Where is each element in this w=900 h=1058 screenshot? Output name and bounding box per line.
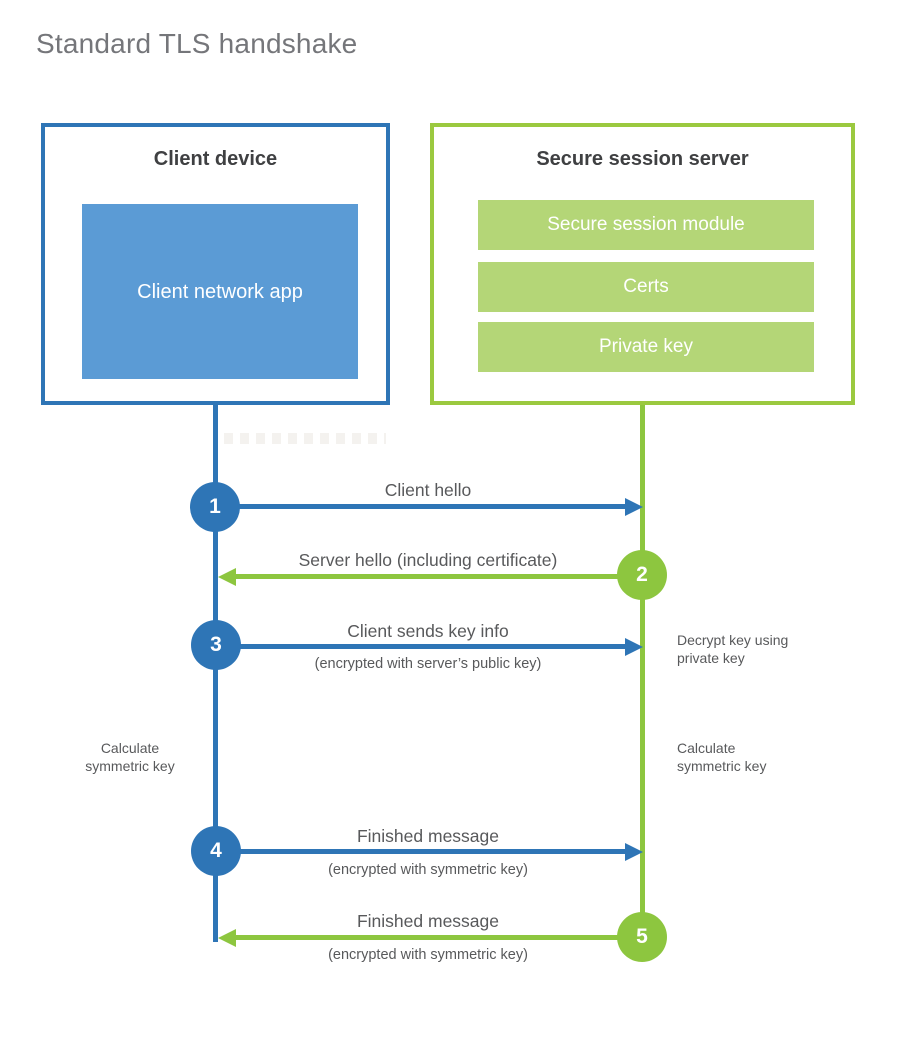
arrow-finished-server <box>236 935 643 940</box>
sublabel-encrypted-symmetric-key: (encrypted with symmetric key) <box>328 862 528 878</box>
arrowhead-left-icon <box>218 929 236 947</box>
client-device-title: Client device <box>153 148 278 170</box>
sublabel-encrypted-public-key: (encrypted with server’s public key) <box>314 656 542 672</box>
label-server-hello: Server hello (including certificate) <box>298 550 558 570</box>
step-circle-5: 5 <box>617 912 667 962</box>
arrowhead-left-icon <box>218 568 236 586</box>
arrowhead-right-icon <box>625 498 643 516</box>
step-circle-2: 2 <box>617 550 667 600</box>
client-network-app-label: Client network app <box>137 280 303 303</box>
note-calculate-symmetric-key-client: Calculate symmetric key <box>85 740 175 774</box>
step-circle-1: 1 <box>190 482 240 532</box>
arrowhead-right-icon <box>625 638 643 656</box>
server-module-secure-session: Secure session module <box>478 200 814 250</box>
arrow-server-hello <box>236 574 643 579</box>
secure-session-server-box: Secure session server Secure session mod… <box>430 123 855 405</box>
note-calculate-symmetric-key-server: Calculate symmetric key <box>677 740 767 774</box>
server-module-private-key: Private key <box>478 322 814 372</box>
step-circle-4: 4 <box>191 826 241 876</box>
server-module-certs: Certs <box>478 262 814 312</box>
arrow-client-key-info <box>216 644 626 649</box>
label-client-hello: Client hello <box>384 480 472 500</box>
client-lifeline <box>213 405 218 942</box>
arrow-client-hello <box>216 504 626 509</box>
secure-session-server-title: Secure session server <box>536 148 749 170</box>
label-finished-client: Finished message <box>356 826 500 846</box>
client-device-box: Client device Client network app <box>41 123 390 405</box>
label-client-key-info: Client sends key info <box>347 621 509 641</box>
arrowhead-right-icon <box>625 843 643 861</box>
arrow-finished-client <box>216 849 626 854</box>
server-lifeline <box>640 405 645 937</box>
step-circle-3: 3 <box>191 620 241 670</box>
client-network-app-box: Client network app <box>82 204 358 379</box>
note-decrypt-key: Decrypt key using private key <box>677 632 789 666</box>
label-finished-server: Finished message <box>356 911 500 931</box>
page-title: Standard TLS handshake <box>36 28 358 59</box>
faint-dashed-line <box>224 433 386 444</box>
sublabel-encrypted-symmetric-key: (encrypted with symmetric key) <box>328 947 528 963</box>
